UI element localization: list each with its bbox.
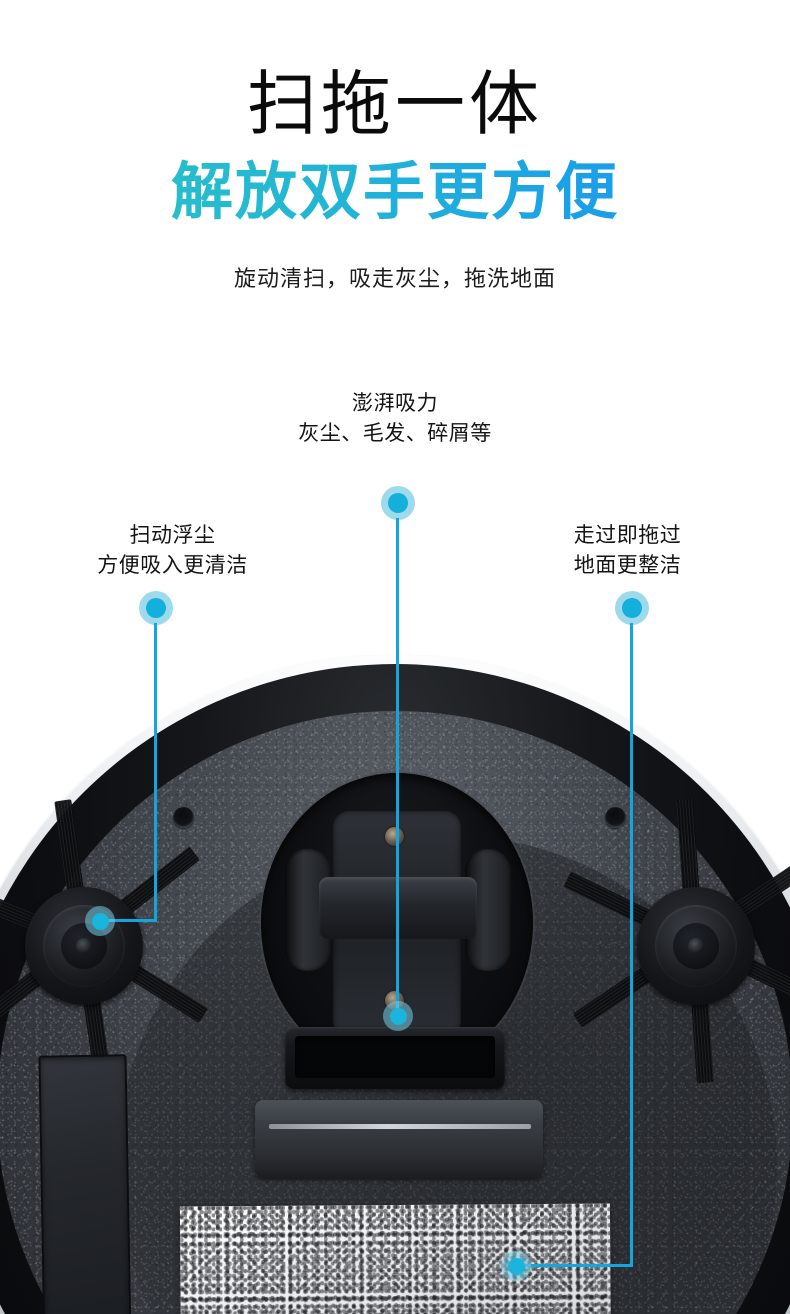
- callout-suction-line2: 灰尘、毛发、碎屑等: [298, 421, 492, 445]
- leader-line-left-horizontal: [100, 919, 157, 922]
- leader-line-right-vertical: [630, 623, 633, 1267]
- callout-label-left-brush: 扫动浮尘 方便吸入更清洁: [50, 520, 295, 580]
- headline-subtitle: 旋动清扫，吸走灰尘，拖洗地面: [233, 267, 556, 292]
- callout-left-line2: 方便吸入更清洁: [97, 553, 248, 577]
- leader-dot-right-mop-top: [615, 591, 649, 625]
- screw-hole-right: [605, 807, 626, 828]
- leader-endpoint-mop-pad: [501, 1251, 531, 1281]
- callout-label-suction: 澎湃吸力 灰尘、毛发、碎屑等: [0, 388, 790, 448]
- callout-right-line2: 地面更整洁: [573, 553, 682, 577]
- headline-primary: 扫拖一体: [247, 63, 543, 145]
- side-brush-right: [545, 795, 790, 1095]
- suction-inlet: [285, 1027, 505, 1089]
- screw-hole-left: [173, 807, 194, 828]
- battery-panel: [38, 1054, 132, 1314]
- brush-hub-left: [25, 887, 143, 1005]
- mop-pad: [179, 1203, 613, 1314]
- leader-dot-left-brush-top: [139, 591, 173, 625]
- leader-dot-suction-top: [381, 486, 415, 520]
- callout-right-line1: 走过即拖过: [573, 523, 682, 547]
- leader-line-left-vertical: [154, 623, 157, 922]
- brush-hub-mid: [655, 905, 737, 987]
- leader-endpoint-suction-inlet: [383, 1001, 413, 1031]
- leader-line-right-horizontal: [516, 1264, 633, 1267]
- robot-vacuum-underside-photo: [0, 655, 790, 1314]
- side-brush-left: [0, 795, 233, 1095]
- headline-secondary: 解放双手更方便: [0, 155, 790, 229]
- leader-line-suction: [396, 518, 399, 1018]
- squeegee-bar: [255, 1100, 543, 1178]
- brush-hub-core: [76, 938, 92, 954]
- brush-hub-right: [637, 887, 755, 1005]
- callout-suction-line1: 澎湃吸力: [352, 391, 438, 415]
- brush-hub-core: [688, 938, 704, 954]
- leader-endpoint-left-brush-hub: [85, 906, 115, 936]
- callout-label-right-mop: 走过即拖过 地面更整洁: [505, 520, 750, 580]
- caster-screw-top: [385, 827, 404, 846]
- callout-left-line1: 扫动浮尘: [129, 523, 216, 547]
- brush-hub-inner: [673, 923, 719, 969]
